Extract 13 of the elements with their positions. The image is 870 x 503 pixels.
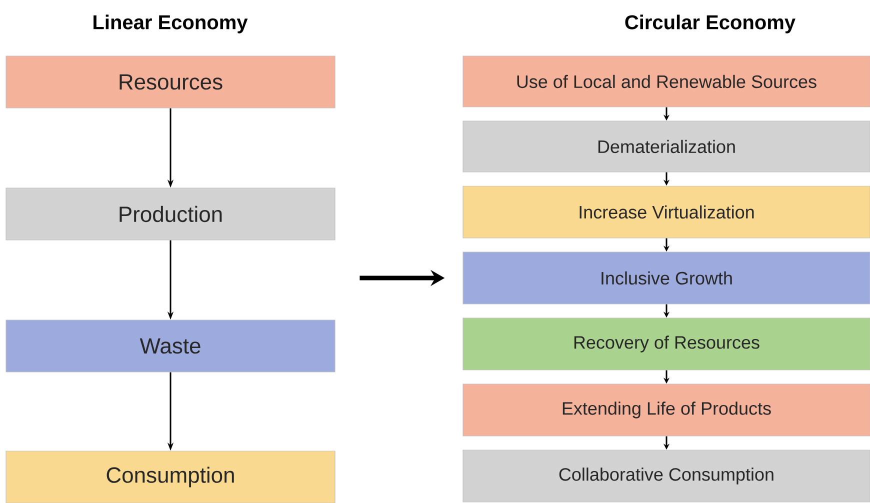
heading: Linear Economy [94, 14, 248, 34]
process-box: Inclusive Growth [462, 252, 870, 304]
process-box: Increase Virtualization [462, 186, 870, 238]
process-box: Resources [6, 56, 336, 108]
process-box: Collaborative Consumption [462, 450, 870, 502]
process-box: Extending Life of Products [462, 384, 870, 436]
process-box: Production [6, 188, 336, 240]
process-box: Use of Local and Renewable Sources [462, 56, 870, 108]
process-box: Waste [6, 320, 336, 372]
heading: Circular Economy [625, 14, 796, 34]
process-box: Dematerialization [462, 120, 870, 172]
process-box: Consumption [6, 450, 336, 503]
process-box: Recovery of Resources [462, 318, 870, 370]
